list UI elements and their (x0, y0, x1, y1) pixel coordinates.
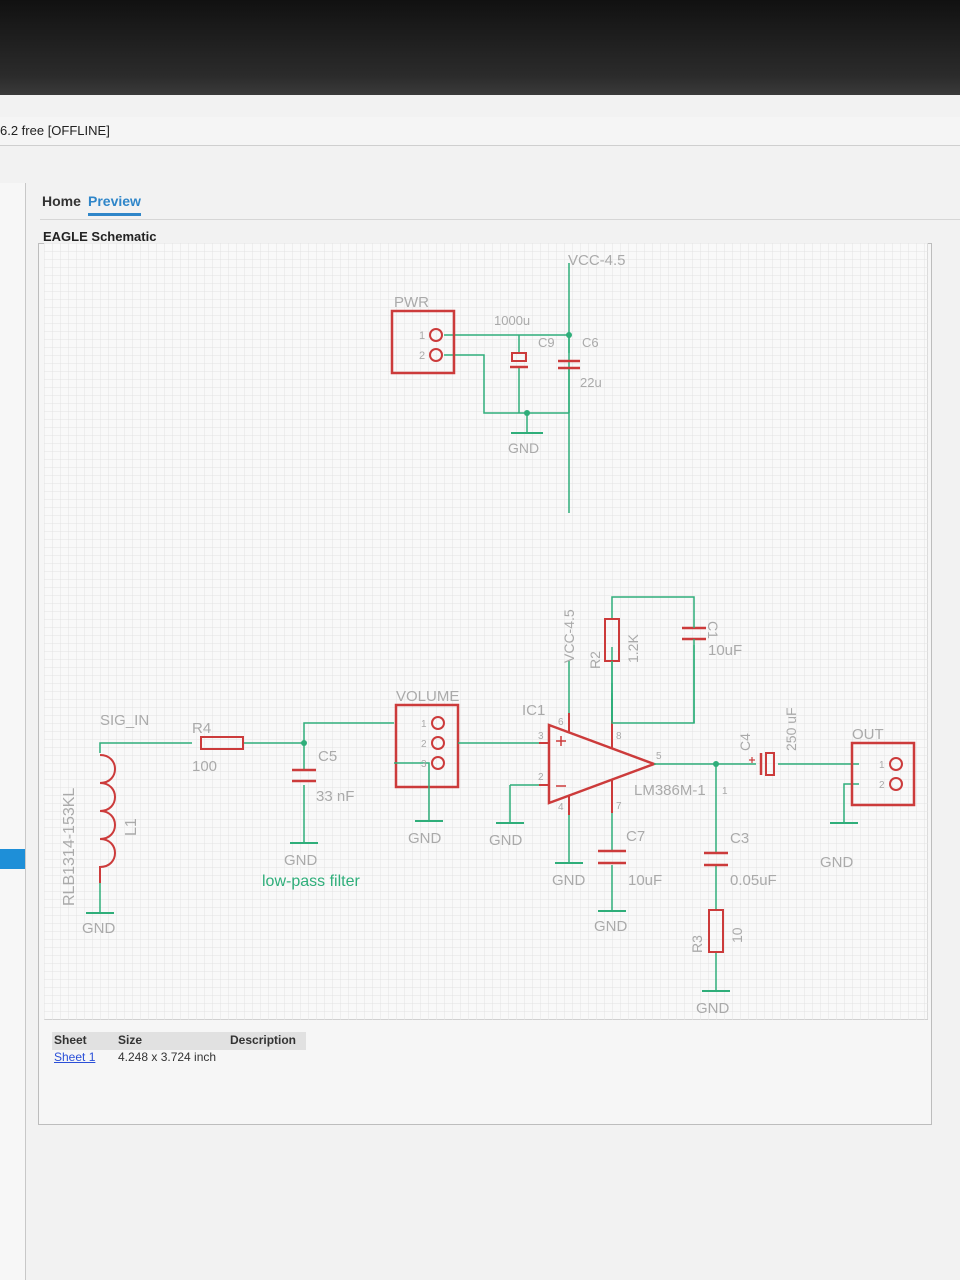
volume-section: VOLUME 1 2 3 GND (394, 688, 549, 847)
ic1-gnd-label: GND (552, 872, 586, 889)
monitor-bezel (0, 0, 960, 95)
header-size: Size (118, 1033, 143, 1047)
ic1-pin-5: 5 (656, 751, 662, 762)
c7-value: 10uF (628, 872, 662, 889)
c1-label: C1 (705, 621, 721, 639)
filter-note: low-pass filter (262, 873, 360, 890)
window-title: 6.2 free [OFFLINE] (0, 123, 110, 138)
tab-home[interactable]: Home (42, 193, 81, 209)
sheet-link[interactable]: Sheet 1 (54, 1050, 96, 1064)
r4-resistor (200, 736, 244, 750)
out-pin-2: 2 (879, 780, 885, 791)
header-description: Description (230, 1033, 297, 1047)
schematic-canvas: PWR 1 2 VCC-4.5 1000u C9 C6 22u GND (44, 243, 928, 1020)
volume-pin-2: 2 (421, 739, 427, 750)
c3-capacitor (704, 851, 728, 867)
sheet-size: 4.248 x 3.724 inch (118, 1050, 217, 1064)
ic1-pin-8: 8 (616, 731, 622, 742)
c9-capacitor (510, 352, 528, 369)
ic1-gnd-in-label: GND (489, 832, 523, 849)
c4-value: 250 uF (783, 707, 799, 751)
vcc-top-label: VCC-4.5 (568, 252, 626, 269)
tab-divider (40, 219, 960, 220)
pwr-section: PWR 1 2 VCC-4.5 1000u C9 C6 22u GND (390, 252, 626, 513)
feedback-render: R2 1.2K C1 10uF (587, 596, 742, 723)
l1-inductor (99, 754, 116, 883)
title-bar: 6.2 free [OFFLINE] (0, 117, 960, 146)
volume-pin-1: 1 (421, 719, 427, 730)
ic1-label: IC1 (522, 702, 545, 719)
sig-in-label: SIG_IN (100, 712, 149, 729)
volume-pot (394, 703, 460, 789)
c3-value: 0.05uF (730, 872, 777, 889)
header-sheet: Sheet (54, 1033, 87, 1047)
app-window: 6.2 free [OFFLINE] Home Preview EAGLE Sc… (0, 95, 960, 1280)
sheet-table-header (52, 1032, 306, 1050)
r3-value: 10 (729, 927, 745, 943)
c5-label: C5 (318, 748, 337, 765)
input-section: SIG_IN RLB1314-153KL L1 GND R4 100 C5 33… (61, 712, 394, 937)
ic1-opamp (547, 723, 658, 805)
volume-gnd-label: GND (408, 830, 442, 847)
pwr-pin-2: 2 (419, 350, 425, 362)
l1-gnd-label: GND (82, 920, 116, 937)
c5-value: 33 nF (316, 788, 354, 805)
out-pin-1: 1 (879, 760, 885, 771)
ic1-part: LM386M-1 (634, 782, 706, 799)
c6-label: C6 (582, 335, 599, 350)
ic1-section: IC1 LM386M-1 VCC-4.5 GND GND 1 2 3 4 5 6… (489, 609, 728, 912)
ic1-pin-7: 7 (616, 801, 622, 812)
ic1-pin-2: 2 (538, 772, 544, 783)
tab-preview[interactable]: Preview (88, 193, 141, 216)
volume-label: VOLUME (396, 688, 459, 705)
pwr-connector (390, 309, 456, 375)
c3-label: C3 (730, 830, 749, 847)
pwr-pin-1: 1 (419, 330, 425, 342)
c6-capacitor (558, 359, 580, 370)
volume-pin-3: 3 (421, 759, 427, 770)
r3-label: R3 (689, 935, 705, 953)
r3-resistor (708, 909, 724, 953)
r4-label: R4 (192, 720, 211, 737)
pwr-label: PWR (394, 294, 429, 311)
r3-gnd-label: GND (696, 1000, 730, 1017)
c1-value: 10uF (708, 642, 742, 659)
ic1-vcc-label: VCC-4.5 (561, 609, 577, 663)
out-gnd-label: GND (820, 854, 854, 871)
ic1-pin-1: 1 (722, 786, 728, 797)
l1-label: L1 (123, 818, 140, 836)
left-panel (0, 183, 26, 1280)
ic1-pin-3: 3 (538, 731, 544, 742)
c7-label: C7 (626, 828, 645, 845)
out-label: OUT (852, 726, 884, 743)
r2-value: 1.2K (625, 634, 641, 663)
gnd-pwr-label: GND (508, 440, 539, 456)
ic1-pin-4: 4 (558, 802, 564, 813)
c9-value: 1000u (494, 313, 530, 328)
c5-capacitor (292, 768, 316, 783)
l1-part: RLB1314-153KL (61, 788, 78, 906)
left-panel-selected-item[interactable] (0, 849, 25, 869)
out-connector (850, 741, 916, 807)
c9-label: C9 (538, 335, 555, 350)
c5-gnd-label: GND (284, 852, 318, 869)
r2-label: R2 (587, 651, 603, 669)
output-section: C4 250 uF C3 0.05uF R3 10 GND OUT 1 2 GN… (654, 707, 916, 1017)
c7-gnd-label: GND (594, 918, 628, 935)
c6-value: 22u (580, 375, 602, 390)
document-title: EAGLE Schematic (43, 229, 157, 244)
r4-value: 100 (192, 758, 217, 775)
c4-label: C4 (737, 733, 753, 751)
ic1-pin-6: 6 (558, 717, 564, 728)
c7-section: C7 10uF GND (594, 828, 662, 935)
c4-capacitor (749, 752, 775, 776)
